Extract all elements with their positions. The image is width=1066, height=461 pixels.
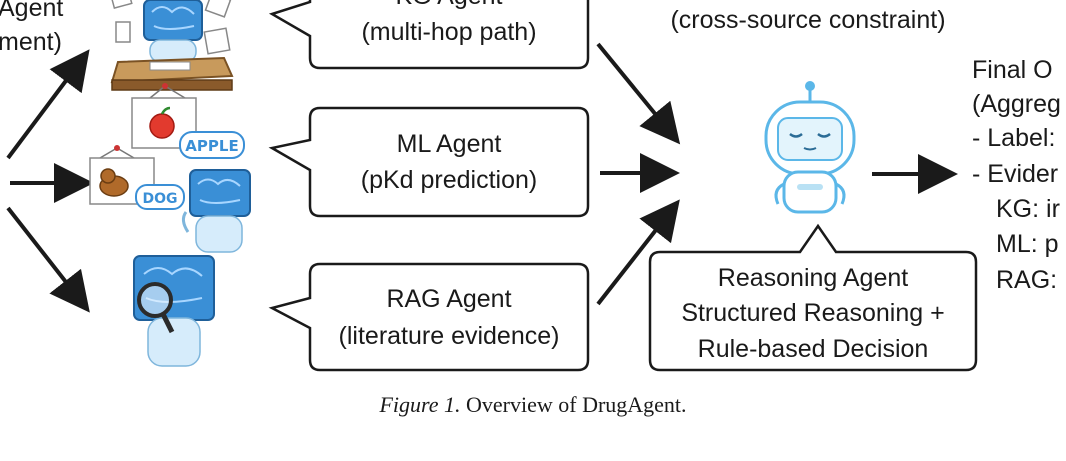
kg-agent-illustration-icon (109, 0, 234, 91)
reasoning-agent-line3: Rule-based Decision (698, 335, 929, 363)
final-output-line2: (Aggreg (972, 90, 1061, 118)
ml-agent-subtitle: (pKd prediction) (361, 166, 537, 194)
reasoning-agent-title: Reasoning Agent (718, 264, 908, 292)
reasoning-agent-line2: Structured Reasoning + (681, 299, 944, 327)
arrow-kg-to-reasoning (596, 42, 681, 145)
orchestrator-label-line1: Agent (0, 0, 63, 22)
cross-source-constraint-label: (cross-source constraint) (670, 6, 945, 34)
arrow-to-kg-agent (6, 49, 90, 160)
rag-agent-box: RAG Agent (literature evidence) (268, 262, 590, 372)
final-output-line3: - Label: (972, 124, 1055, 152)
arrow-rag-to-reasoning (596, 199, 680, 306)
figure-caption-prefix: Figure 1. (379, 392, 461, 417)
fanout-arrows (6, 49, 94, 313)
rag-agent-illustration-icon (133, 255, 215, 367)
rag-agent-subtitle: (literature evidence) (339, 322, 560, 350)
ml-agent-box: ML Agent (pKd prediction) (268, 106, 590, 218)
kg-agent-subtitle: (multi-hop path) (361, 18, 536, 46)
apple-speech-bubble-label: APPLE (185, 137, 238, 155)
orchestrator-label-line2: ment) (0, 28, 62, 56)
final-output-line6: ML: p (996, 230, 1059, 258)
ml-agent-title: ML Agent (397, 130, 502, 158)
figure-caption-text: Overview of DrugAgent. (466, 392, 687, 417)
reasoning-agent-box: Reasoning Agent Structured Reasoning + R… (648, 223, 978, 372)
robot-icon (764, 81, 856, 214)
final-output-line1: Final O (972, 56, 1053, 84)
figure-caption: Figure 1. Overview of DrugAgent. (0, 392, 1066, 418)
ml-agent-illustration-icon: APPLE DOG (89, 83, 251, 253)
dog-speech-bubble-label: DOG (142, 191, 177, 207)
kg-agent-box: KG Agent (multi-hop path) (268, 0, 590, 70)
kg-agent-title: KG Agent (395, 0, 502, 10)
arrow-to-rag-agent (6, 206, 90, 313)
final-output-line5: KG: ir (996, 195, 1060, 223)
final-output-line4: - Evider (972, 160, 1058, 188)
rag-agent-title: RAG Agent (386, 285, 511, 313)
final-output-text: Final O (Aggreg - Label: - Evider KG: ir… (972, 56, 1061, 294)
converging-arrows (596, 42, 681, 306)
final-output-line7: RAG: (996, 266, 1057, 294)
